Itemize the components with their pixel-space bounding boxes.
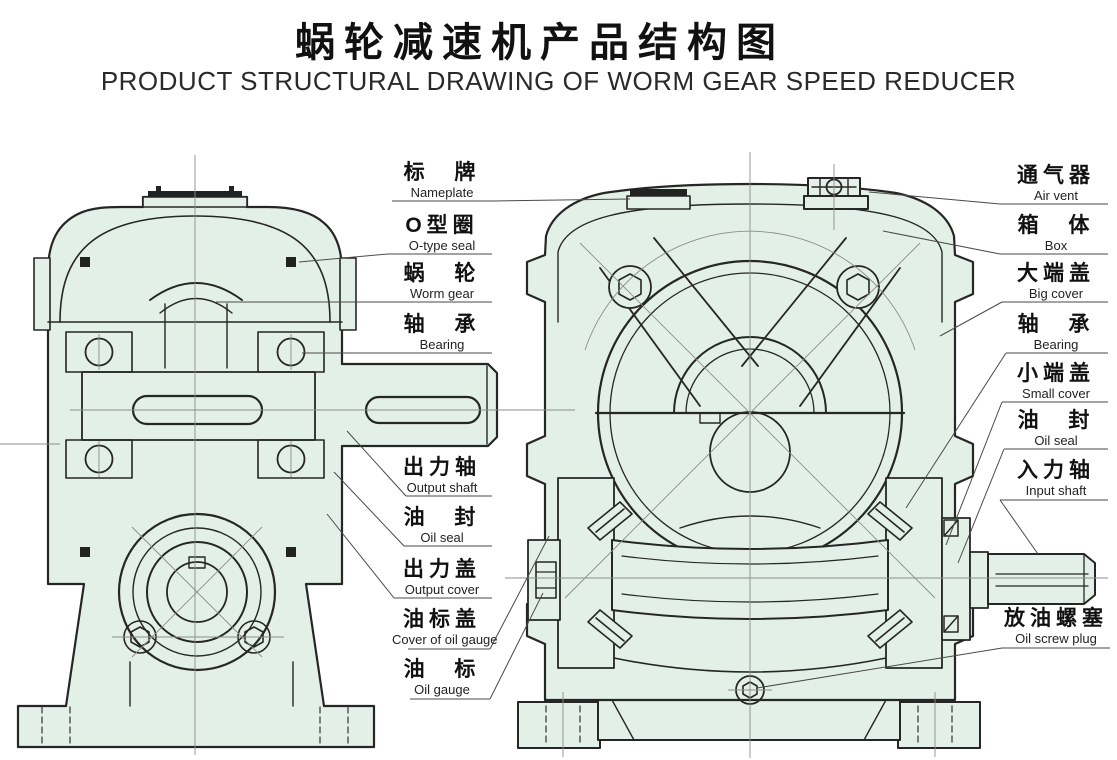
label-oil-screw-plug-zh: 放油螺塞 <box>1004 607 1108 630</box>
label-oil-gauge-zh: 油 标 <box>403 658 481 681</box>
label-small-cover-zh: 小端盖 <box>1017 362 1095 385</box>
label-air-vent-en: Air vent <box>1033 188 1079 203</box>
page-title: 蜗轮减速机产品结构图 <box>295 21 785 65</box>
input-shaft-shape <box>969 551 1096 609</box>
label-oil-seal-left-zh: 油 封 <box>403 506 481 529</box>
label-bearing-right: 轴 承 Bearing <box>1000 312 1112 352</box>
label-oil-seal-right-en: Oil seal <box>1034 433 1078 448</box>
label-bearing-right-zh: 轴 承 <box>1017 313 1095 336</box>
label-worm-gear: 蜗 轮 Worm gear <box>392 261 492 301</box>
label-worm-gear-zh: 蜗 轮 <box>403 262 481 285</box>
label-big-cover: 大端盖 Big cover <box>1000 261 1112 301</box>
label-air-vent: 通气器 Air vent <box>1000 163 1112 203</box>
oil-gauge-plug <box>535 561 557 599</box>
label-air-vent-zh: 通气器 <box>1017 164 1095 187</box>
label-output-cover-zh: 出力盖 <box>403 558 481 581</box>
label-nameplate-en: Nameplate <box>410 185 474 200</box>
label-oil-gauge-cover-zh: 油标盖 <box>403 608 481 631</box>
label-input-shaft-en: Input shaft <box>1025 483 1087 498</box>
label-worm-gear-en: Worm gear <box>409 286 475 301</box>
label-oil-gauge: 油 标 Oil gauge <box>392 657 492 697</box>
label-oil-gauge-cover: 油标盖 Cover of oil gauge <box>392 607 498 647</box>
label-small-cover: 小端盖 Small cover <box>1000 361 1112 401</box>
worm-gear-rim <box>149 282 243 301</box>
label-bearing-left-zh: 轴 承 <box>403 313 481 336</box>
label-nameplate-zh: 标 牌 <box>403 161 481 184</box>
o-type-seal-squares <box>80 257 296 557</box>
label-oil-screw-plug: 放油螺塞 Oil screw plug <box>1000 606 1112 646</box>
label-oil-seal-right-zh: 油 封 <box>1017 409 1095 432</box>
page-subtitle: PRODUCT STRUCTURAL DRAWING OF WORM GEAR … <box>100 66 1017 96</box>
label-big-cover-en: Big cover <box>1028 286 1084 301</box>
label-big-cover-zh: 大端盖 <box>1017 262 1095 285</box>
label-input-shaft-zh: 入力轴 <box>1017 459 1095 482</box>
centerlines <box>0 152 1108 758</box>
nameplate-block <box>626 189 691 210</box>
taper-roller-bearings <box>587 501 913 649</box>
label-bearing-left: 轴 承 Bearing <box>392 312 492 352</box>
label-output-shaft-zh: 出力轴 <box>403 456 481 479</box>
label-bearing-right-en: Bearing <box>1033 337 1079 352</box>
label-box-zh: 箱 体 <box>1017 214 1095 237</box>
label-output-cover: 出力盖 Output cover <box>392 557 492 597</box>
label-small-cover-en: Small cover <box>1022 386 1090 401</box>
label-input-shaft: 入力轴 Input shaft <box>1000 458 1112 498</box>
label-o-type-seal-zh: O型圈 <box>405 214 479 237</box>
label-output-cover-en: Output cover <box>404 582 480 597</box>
label-oil-gauge-en: Oil gauge <box>414 682 470 697</box>
label-oil-gauge-cover-en: Cover of oil gauge <box>392 632 498 647</box>
label-oil-screw-plug-en: Oil screw plug <box>1015 631 1097 646</box>
label-nameplate: 标 牌 Nameplate <box>392 160 492 200</box>
label-bearing-left-en: Bearing <box>419 337 465 352</box>
label-output-shaft: 出力轴 Output shaft <box>392 455 492 495</box>
label-box: 箱 体 Box <box>1000 213 1112 253</box>
label-oil-seal-left-en: Oil seal <box>420 530 464 545</box>
label-box-en: Box <box>1044 238 1068 253</box>
label-oil-seal-right: 油 封 Oil seal <box>1000 408 1112 448</box>
leader-lines <box>216 191 1110 700</box>
label-output-shaft-en: Output shaft <box>406 480 478 495</box>
label-oil-seal-left: 油 封 Oil seal <box>392 505 492 545</box>
label-o-type-seal-en: O-type seal <box>408 238 476 253</box>
label-o-type-seal: O型圈 O-type seal <box>392 213 492 253</box>
housing-bolts <box>608 265 880 309</box>
air-vent-part <box>803 177 869 210</box>
